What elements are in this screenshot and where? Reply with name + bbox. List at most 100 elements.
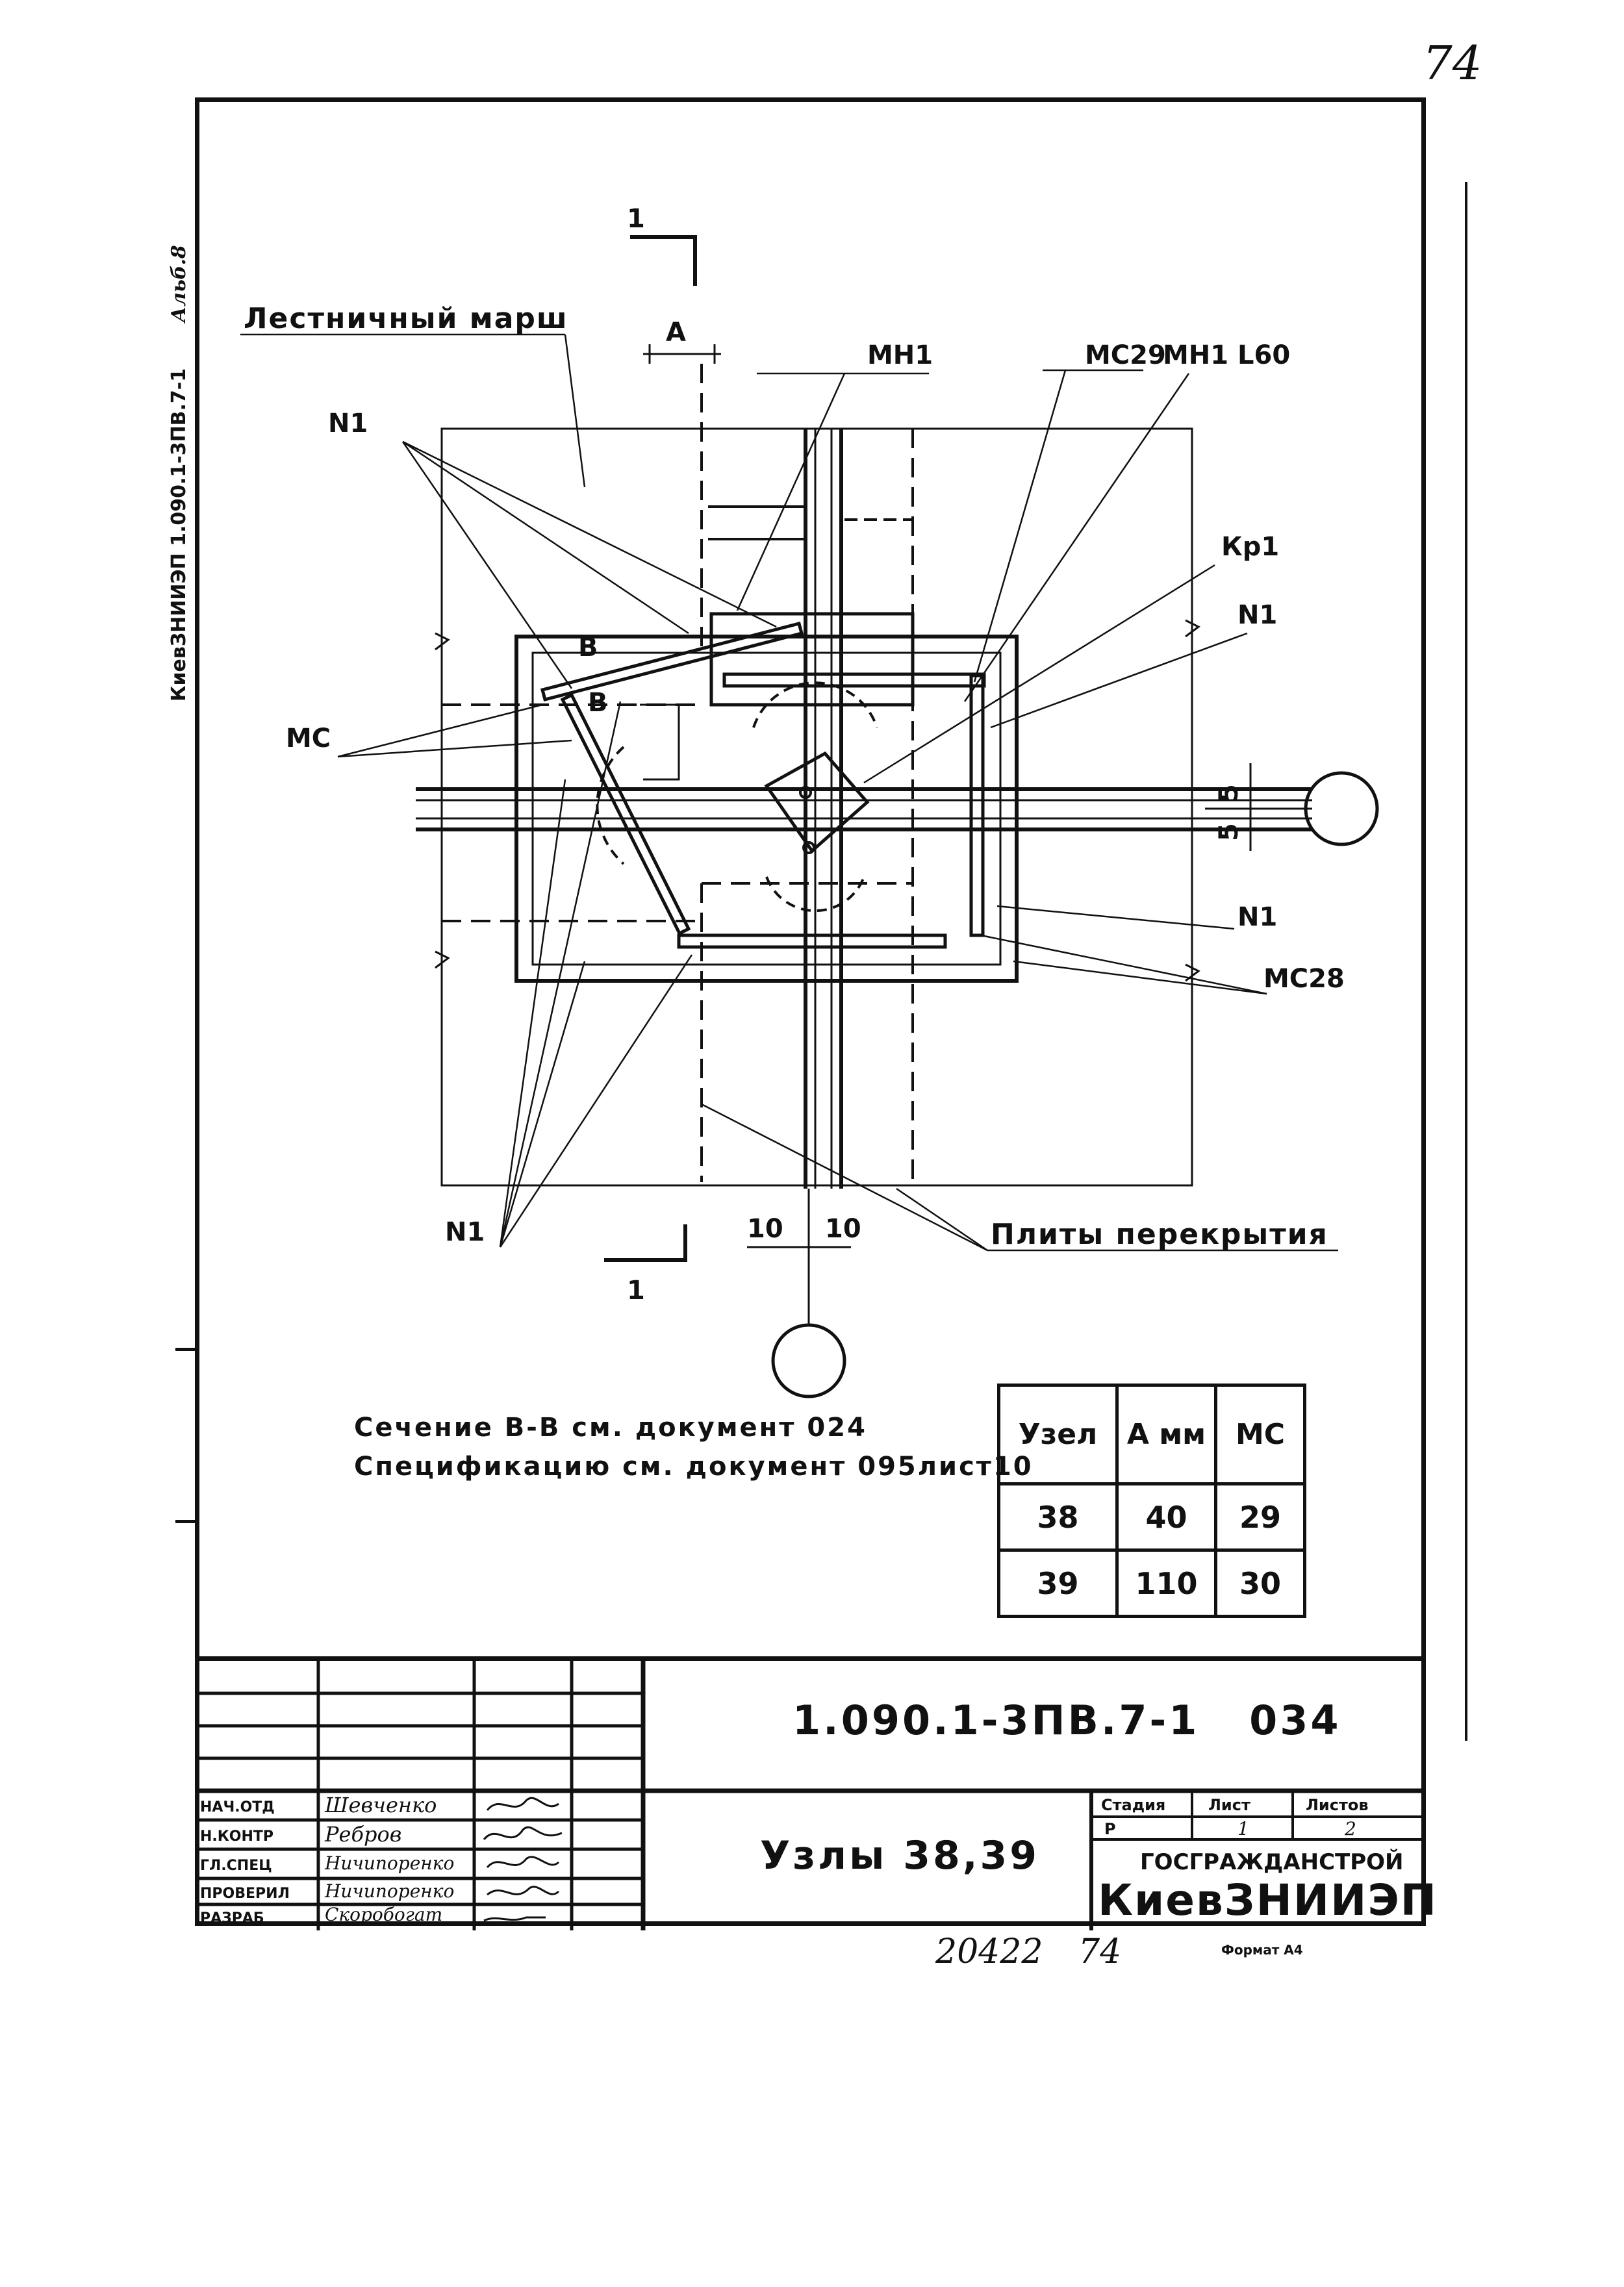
stage-header: Стадия: [1101, 1796, 1166, 1814]
label-n1-bottom-left: N1: [445, 1217, 485, 1247]
label-n1-right-top: N1: [1237, 600, 1277, 630]
node-table-row: 39 110 30: [997, 1548, 1306, 1618]
leader-lines: [240, 333, 1338, 1252]
label-section-b2: В: [588, 688, 608, 718]
break-mark: [435, 632, 450, 651]
label-mc-left: МС: [286, 724, 331, 753]
signature-marks: [483, 1797, 563, 1922]
label-mc28: МС28: [1263, 964, 1345, 994]
angle-bar: [540, 621, 804, 702]
bolt-hole: [799, 786, 812, 799]
label-section-b1: В: [578, 633, 598, 663]
label-section-1-bottom: 1: [627, 1276, 645, 1306]
axis-circle: [1304, 771, 1379, 846]
dashed-arc: [596, 746, 625, 865]
signature: [483, 1916, 546, 1922]
note-section: Сечение В-В см. документ 024: [354, 1413, 867, 1443]
signer-row: ПРОВЕРИЛ Ничипоренко: [195, 1880, 643, 1906]
break-mark: [435, 950, 450, 969]
sheet-value: 1: [1237, 1818, 1249, 1839]
sheet-frame: [195, 97, 1426, 1926]
break-mark: [1185, 619, 1200, 638]
label-section-1-top: 1: [627, 204, 645, 234]
signer-row: НАЧ.ОТД Шевченко: [195, 1793, 643, 1820]
signer-name: Шевченко: [325, 1793, 437, 1817]
doc-code: 1.090.1-3ПВ.7-1 034: [793, 1697, 1341, 1744]
label-floor-slabs: Плиты перекрытия: [991, 1218, 1328, 1251]
signer-name: Ничипоренко: [325, 1852, 455, 1874]
title-block-grid: [195, 1661, 1426, 1930]
node-table-cell: 40: [1115, 1482, 1217, 1552]
label-dim-10-right: 10: [825, 1214, 861, 1244]
margin-tick: [175, 1520, 195, 1523]
node-table-cell: 110: [1115, 1548, 1217, 1618]
label-dim-5b: 5: [1214, 823, 1244, 841]
stage-value: Р: [1104, 1820, 1116, 1838]
label-stair-flight: Лестничный марш: [244, 302, 568, 335]
sheet-header: Лист: [1208, 1796, 1250, 1814]
label-n1-right-bottom: N1: [1237, 902, 1277, 932]
node-table-header-cell: Узел: [997, 1384, 1119, 1485]
signature: [483, 1826, 563, 1841]
label-dim-5a: 5: [1214, 784, 1244, 802]
signer-name: Скоробогат: [325, 1904, 443, 1925]
sheets-header: Листов: [1306, 1796, 1369, 1814]
node-table-header: Узел А мм МС: [997, 1384, 1306, 1485]
page-number: 74: [1423, 36, 1482, 90]
slab-outline: [440, 427, 1193, 1187]
title-block: 1.090.1-3ПВ.7-1 034 Узлы 38,39 Стадия Ли…: [195, 1656, 1436, 1930]
note-specification: Спецификацию см. документ 095лист10: [354, 1452, 1034, 1482]
inventory-number: 20422: [935, 1932, 1043, 1971]
sheet-title: Узлы 38,39: [760, 1833, 1039, 1878]
node-table-cell: 38: [997, 1482, 1119, 1552]
label-mn1: МН1: [867, 340, 933, 370]
node-table-header-cell: МС: [1214, 1384, 1306, 1485]
margin-tick: [175, 1348, 195, 1351]
node-table-cell: 39: [997, 1548, 1119, 1618]
bolt-hole: [802, 841, 815, 854]
column-frame-outer: [514, 635, 1019, 983]
label-mc29-top: МС29: [1085, 340, 1166, 370]
dashed-arc: [752, 681, 878, 728]
signer-row: РАЗРАБ Скоробогат: [195, 1904, 643, 1930]
format-label: Формат А4: [1221, 1942, 1303, 1958]
org-top: ГОСГРАЖДАНСТРОЙ: [1140, 1849, 1404, 1875]
column-frame-inner: [531, 651, 1002, 966]
signer-row: Н.КОНТР Ребров: [195, 1822, 643, 1849]
label-mn1-60: МН1 L60: [1163, 340, 1290, 370]
signature: [487, 1886, 560, 1896]
signer-role: ГЛ.СПЕЦ: [200, 1858, 272, 1874]
label-kr1: Кр1: [1221, 532, 1279, 562]
section-mark-top: [630, 235, 697, 286]
dashed-arc: [765, 876, 865, 913]
signature: [486, 1797, 559, 1811]
angle-bar: [560, 692, 691, 936]
label-n1-top-left: N1: [328, 409, 368, 438]
node-table-cell: 30: [1214, 1548, 1306, 1618]
stair-stub: [640, 703, 680, 781]
plate-mc: [722, 672, 986, 688]
signer-role: Н.КОНТР: [200, 1828, 273, 1845]
axis-circle: [771, 1323, 846, 1398]
signer-name: Ничипоренко: [325, 1880, 455, 1902]
signer-role: ПРОВЕРИЛ: [200, 1886, 290, 1902]
node-table-row: 38 40 29: [997, 1482, 1306, 1552]
sheets-value: 2: [1345, 1818, 1356, 1839]
signature: [486, 1856, 560, 1869]
signer-row: ГЛ.СПЕЦ Ничипоренко: [195, 1852, 643, 1878]
diamond-plate: [764, 751, 870, 853]
label-a-dim: A: [666, 318, 686, 347]
node-table-cell: 29: [1214, 1482, 1306, 1552]
org-main: КиевЗНИИЭП: [1098, 1875, 1438, 1925]
label-dim-10-left: 10: [747, 1214, 783, 1244]
footer-sheet-ref: 74: [1078, 1932, 1122, 1971]
inner-box-top: [709, 612, 915, 707]
signer-name: Ребров: [325, 1822, 402, 1847]
signer-role: НАЧ.ОТД: [200, 1799, 275, 1815]
signer-role: РАЗРАБ: [200, 1910, 264, 1927]
node-table-header-cell: А мм: [1115, 1384, 1217, 1485]
section-mark-bottom: [604, 1224, 687, 1262]
node-table: Узел А мм МС 38 40 29 39 110 30: [997, 1384, 1306, 1618]
frame-right-rule: [1465, 182, 1467, 1741]
node-drawing: Лестничный марш A МН1 МС29 МН1 L60 Кр1 N…: [240, 204, 1379, 1398]
